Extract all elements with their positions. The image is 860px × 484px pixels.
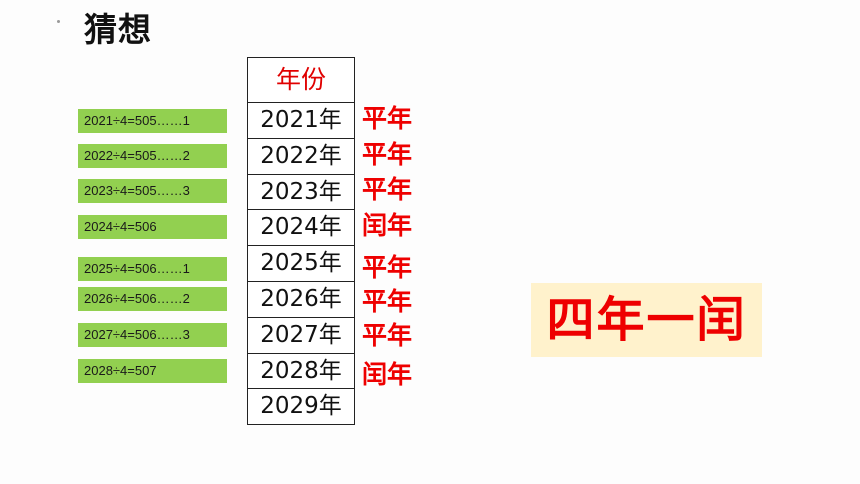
- result-label: 闰年: [362, 360, 413, 389]
- result-label: 闰年: [362, 211, 413, 240]
- bullet-dot: [57, 20, 60, 23]
- table-header: 年份: [275, 65, 326, 94]
- result-label: 平年: [362, 253, 413, 282]
- result-label: 平年: [362, 104, 413, 133]
- table-row: 2023年: [248, 173, 354, 210]
- year-table: 年份 2021年 2022年 2023年 2024年 2025年 2026年 2…: [247, 57, 355, 426]
- table-row: 2029年: [248, 388, 354, 424]
- table-row: 2027年: [248, 316, 354, 353]
- calculation-item: 2025÷4=506……1: [78, 257, 227, 281]
- calculation-item: 2023÷4=505……3: [78, 179, 227, 203]
- result-label: 平年: [362, 140, 413, 169]
- table-row: 2028年: [248, 352, 354, 389]
- table-row: 2021年: [248, 102, 354, 138]
- calculation-item: 2022÷4=505……2: [78, 144, 227, 168]
- calculation-item: 2026÷4=506……2: [78, 287, 227, 311]
- result-label: 平年: [362, 175, 413, 204]
- calculation-item: 2021÷4=505……1: [78, 109, 227, 133]
- calculation-item: 2024÷4=506: [78, 215, 227, 239]
- page-title: 猜想: [84, 10, 152, 49]
- table-row: 2022年: [248, 137, 354, 174]
- result-label: 平年: [362, 287, 413, 316]
- calculation-item: 2027÷4=506……3: [78, 323, 227, 347]
- table-row: 2026年: [248, 280, 354, 317]
- table-row: 2024年: [248, 209, 354, 245]
- calculation-item: 2028÷4=507: [78, 359, 227, 383]
- result-label: 平年: [362, 321, 413, 350]
- rule-box: 四年一闰: [531, 283, 762, 357]
- table-row: 2025年: [248, 245, 354, 281]
